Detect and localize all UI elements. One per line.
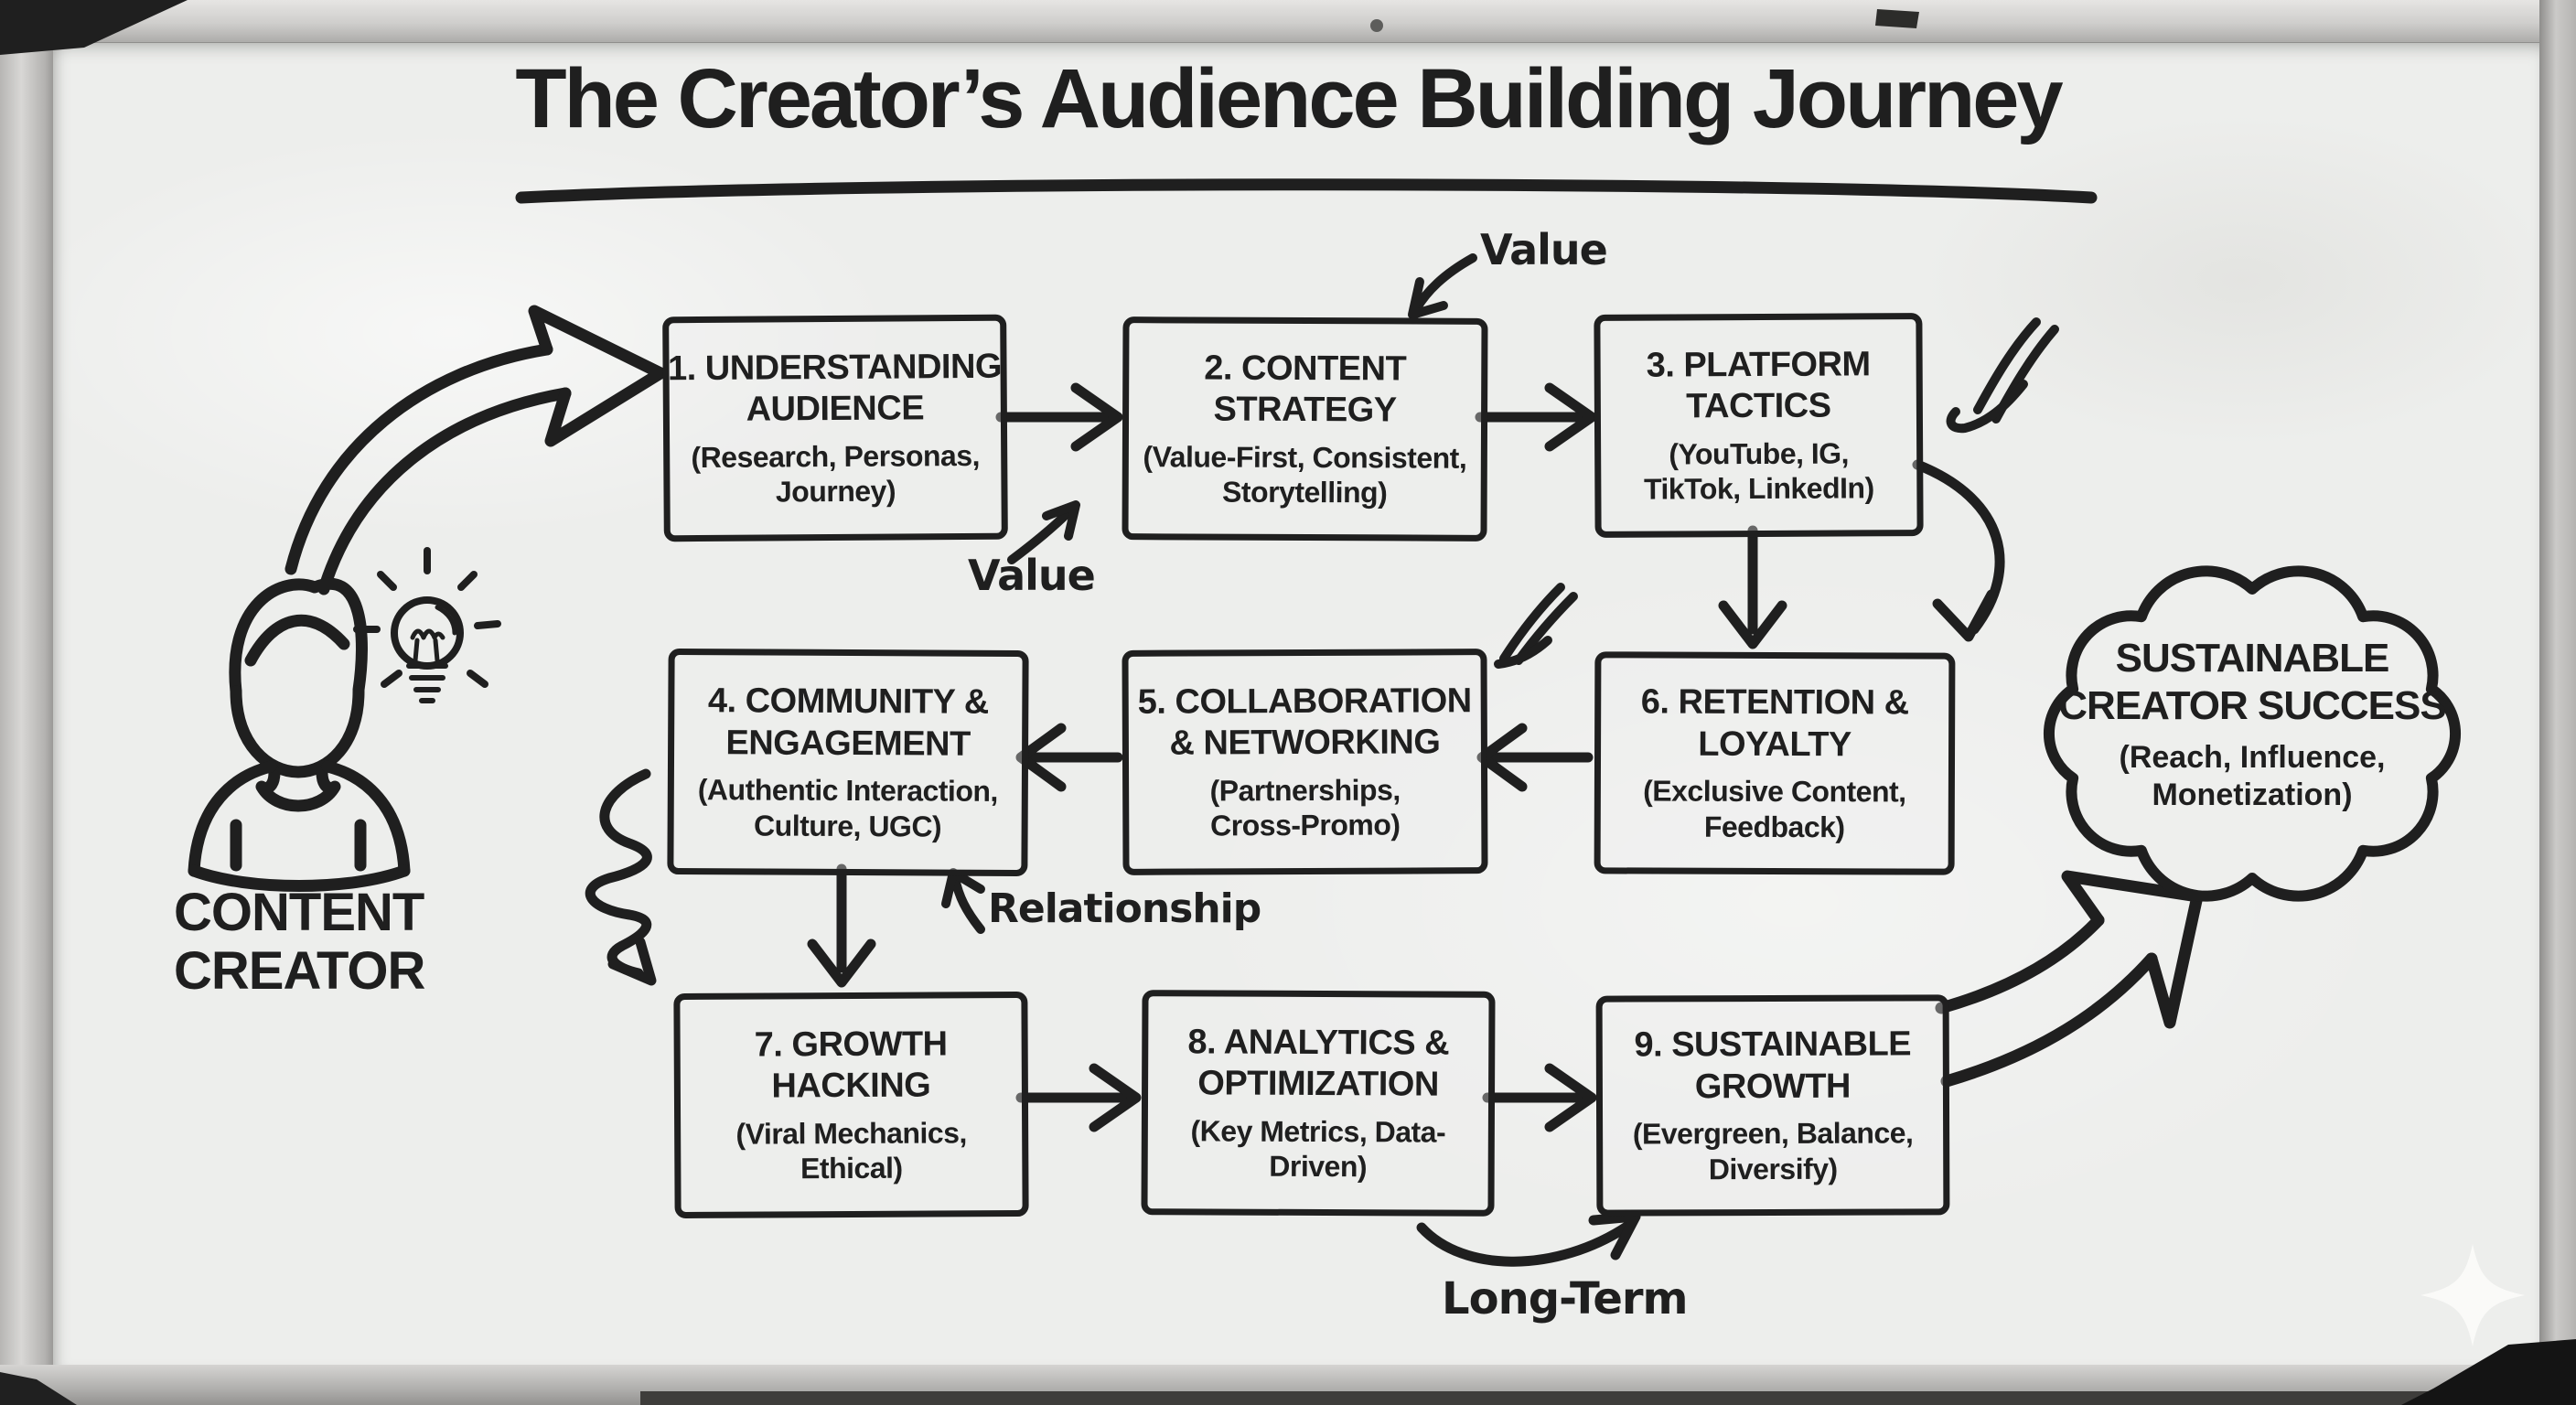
title-underline	[515, 178, 2098, 204]
step-title: 5. COLLABORATION& NETWORKING	[1137, 681, 1472, 763]
step-subtitle: (YouTube, IG,TikTok, LinkedIn)	[1643, 436, 1874, 506]
step-subtitle: (Exclusive Content,Feedback)	[1643, 774, 1906, 843]
step-subtitle: (Key Metrics, Data-Driven)	[1190, 1114, 1446, 1184]
frame-rail-left	[0, 0, 53, 1405]
step-subtitle: (Value-First, Consistent,Storytelling)	[1143, 439, 1467, 509]
step-subtitle: (Authentic Interaction,Culture, UGC)	[697, 773, 998, 843]
frame-rail-right	[2539, 0, 2576, 1405]
board-clip-top-right	[1875, 9, 1919, 28]
creator-label: CONTENT CREATOR	[174, 883, 425, 1001]
scribble-right-of-step3	[1946, 317, 2059, 434]
page-title: The Creator’s Audience Building Journey	[515, 52, 2063, 145]
tray-shadow	[640, 1391, 2576, 1405]
board-corner-bottom-left	[0, 1372, 77, 1405]
value-bottom-arrow	[1007, 500, 1080, 564]
creator-avatar-icon	[188, 577, 411, 892]
step-subtitle: (Viral Mechanics,Ethical)	[735, 1116, 967, 1185]
scribble-between-step5-6	[1494, 583, 1578, 669]
annotation-long-term: Long-Term	[1442, 1273, 1689, 1325]
creator-to-step1-arrow	[284, 305, 667, 595]
sparkle-icon	[2420, 1244, 2525, 1346]
step-title: 6. RETENTION &LOYALTY	[1640, 682, 1909, 764]
cloud-subtitle: (Reach, Influence,Monetization)	[2119, 739, 2386, 812]
frame-screw	[1370, 19, 1383, 32]
step-title: 4. COMMUNITY &ENGAGEMENT	[707, 681, 989, 764]
step-box-5: 5. COLLABORATION& NETWORKING (Partnershi…	[1122, 649, 1488, 875]
step-box-4: 4. COMMUNITY &ENGAGEMENT (Authentic Inte…	[667, 648, 1029, 877]
lightbulb-icon	[353, 547, 501, 703]
step-subtitle: (Research, Personas,Journey)	[691, 438, 981, 509]
long-term-arrow	[1416, 1211, 1641, 1267]
step-subtitle: (Evergreen, Balance,Diversify)	[1632, 1116, 1914, 1185]
step-title: 8. ANALYTICS &OPTIMIZATION	[1187, 1022, 1450, 1104]
board-corner-bottom-right	[2401, 1339, 2576, 1405]
squiggle-arrow-step4-to-7	[585, 768, 657, 986]
step9-to-cloud-arrow	[1935, 870, 2204, 1088]
success-cloud-outline	[2044, 565, 2461, 902]
annotation-relationship: Relationship	[988, 885, 1261, 932]
annotation-value-bottom: Value	[968, 551, 1096, 600]
annotation-value-top: Value	[1480, 225, 1608, 274]
flow-arrows	[807, 382, 2005, 1132]
value-top-arrow	[1408, 253, 1477, 319]
step-subtitle: (Partnerships,Cross-Promo)	[1209, 773, 1401, 842]
relationship-arrow	[941, 868, 985, 934]
board-corner-top-left	[0, 0, 188, 55]
step-box-8: 8. ANALYTICS &OPTIMIZATION (Key Metrics,…	[1141, 990, 1496, 1217]
step-box-6: 6. RETENTION &LOYALTY (Exclusive Content…	[1594, 651, 1956, 875]
frame-rail-top	[0, 0, 2576, 43]
